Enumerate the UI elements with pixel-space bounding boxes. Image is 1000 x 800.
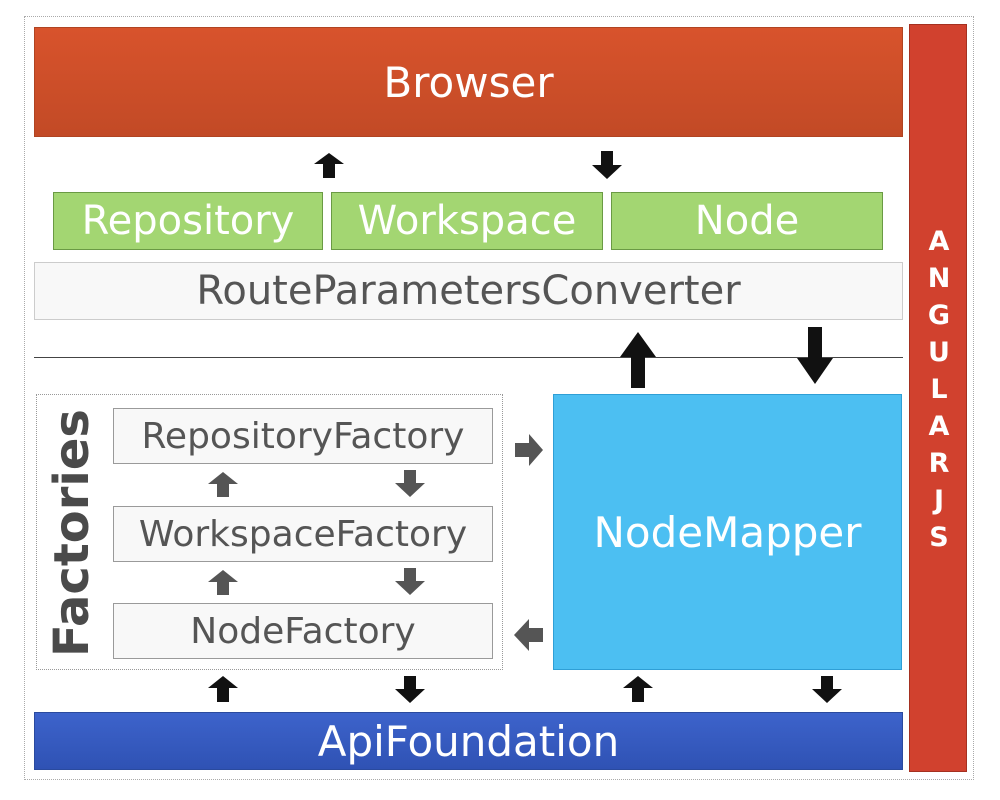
repository-factory: RepositoryFactory bbox=[113, 408, 493, 464]
arrow-down-icon bbox=[395, 676, 425, 703]
angularjs-bar bbox=[909, 24, 967, 772]
arrow-down-icon bbox=[812, 676, 842, 703]
arrow-up-icon bbox=[620, 332, 656, 388]
repository-parameter: Repository bbox=[53, 192, 323, 250]
layer-separator bbox=[34, 357, 903, 358]
angularjs-letter: A bbox=[928, 226, 950, 257]
node-mapper: NodeMapper bbox=[553, 394, 902, 670]
arrow-up-icon bbox=[208, 570, 238, 595]
factories-group bbox=[36, 394, 503, 670]
arrow-down-icon bbox=[395, 470, 425, 497]
workspace-parameter: Workspace bbox=[331, 192, 603, 250]
diagram-frame bbox=[24, 16, 974, 780]
arrow-up-icon bbox=[208, 676, 238, 702]
arrow-down-icon bbox=[395, 568, 425, 595]
arrow-up-icon bbox=[623, 676, 653, 702]
arrow-up-icon bbox=[208, 472, 238, 497]
node-parameter: Node bbox=[611, 192, 883, 250]
angularjs-letter: G bbox=[927, 300, 951, 331]
arrow-left-icon bbox=[514, 619, 543, 651]
node-factory: NodeFactory bbox=[113, 603, 493, 659]
arrow-down-icon bbox=[592, 151, 622, 179]
angularjs-letter: A bbox=[928, 411, 950, 442]
arrow-down-icon bbox=[797, 327, 833, 384]
api-foundation: ApiFoundation bbox=[34, 712, 903, 770]
angularjs-letter: R bbox=[928, 448, 950, 479]
arrow-right-icon bbox=[515, 434, 543, 466]
angularjs-letter: J bbox=[933, 485, 945, 516]
angularjs-letter: N bbox=[927, 263, 951, 294]
angularjs-letter: U bbox=[928, 337, 950, 368]
route-parameters-converter: RouteParametersConverter bbox=[34, 262, 903, 320]
workspace-factory: WorkspaceFactory bbox=[113, 506, 493, 562]
browser-layer: Browser bbox=[34, 27, 903, 137]
angularjs-letter: L bbox=[930, 374, 948, 405]
arrow-up-icon bbox=[314, 153, 344, 178]
angularjs-letter: S bbox=[929, 522, 949, 553]
